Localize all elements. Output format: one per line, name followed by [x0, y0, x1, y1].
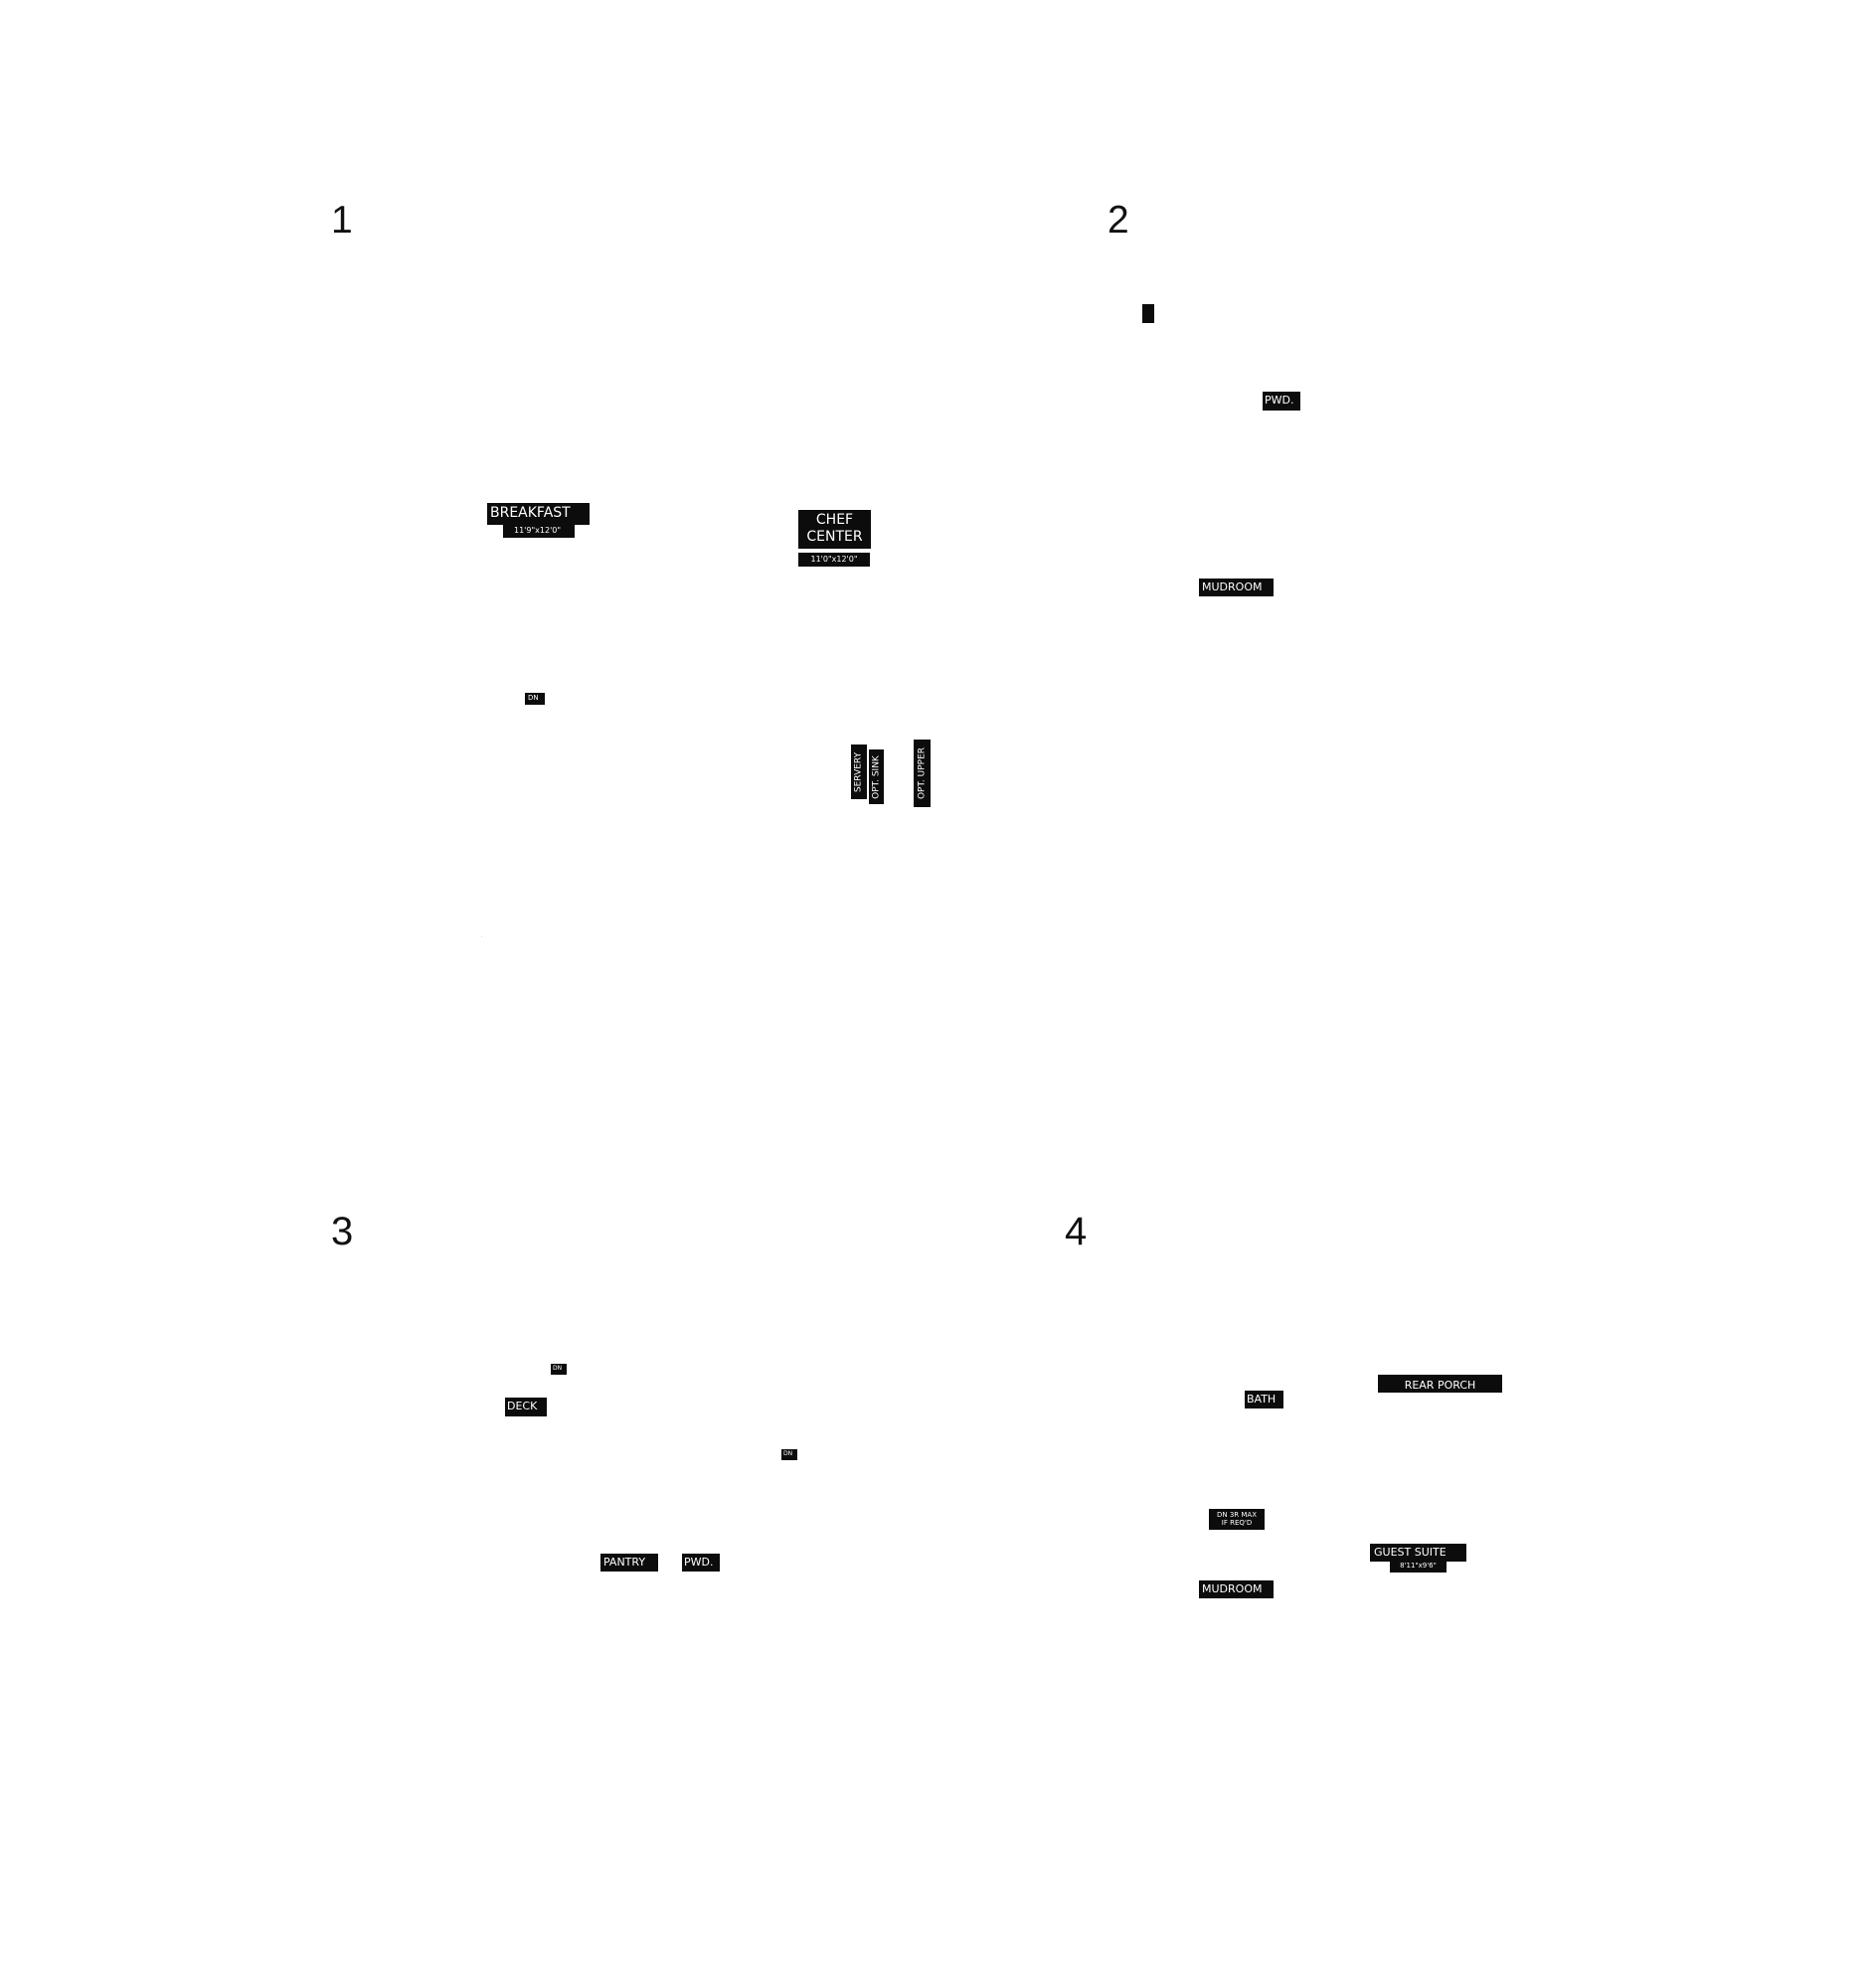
label-opt-sink: OPT. SINK [869, 749, 884, 804]
room-label-pwd: PWD. [1263, 392, 1300, 411]
stair-note-line2: IF REQ'D [1221, 1519, 1253, 1527]
stray-mark [481, 936, 482, 937]
room-label-breakfast: BREAKFAST [487, 503, 590, 525]
room-label-deck: DECK [505, 1398, 547, 1416]
label-servery: SERVERY [851, 745, 867, 799]
stair-label-dn: DN [525, 693, 545, 705]
black-marker [1142, 304, 1154, 323]
stair-label-dn: DN [781, 1449, 797, 1460]
room-label-chef-line1: CHEF [815, 512, 854, 528]
room-label-pwd: PWD. [682, 1554, 720, 1572]
stair-note-line1: DN 3R MAX [1216, 1511, 1258, 1519]
label-opt-upper: OPT. UPPER [914, 740, 931, 807]
room-label-guest-suite: GUEST SUITE [1370, 1544, 1466, 1562]
room-label-mudroom: MUDROOM [1199, 1580, 1274, 1598]
room-dimension-breakfast: 11'9"x12'0" [503, 524, 575, 538]
room-label-rear-porch: REAR PORCH [1378, 1375, 1502, 1393]
panel-number: 4 [1065, 1210, 1088, 1253]
panel-number: 3 [331, 1210, 354, 1253]
panel-number: 2 [1107, 199, 1129, 242]
room-label-chef-center: CHEF CENTER [798, 510, 871, 549]
room-label-bath: BATH [1245, 1391, 1283, 1408]
room-dimension-chef-center: 11'0"x12'0" [798, 553, 870, 567]
room-label-pantry: PANTRY [600, 1554, 658, 1572]
room-dimension-guest-suite: 8'11"x9'6" [1390, 1561, 1447, 1573]
panel-number: 1 [331, 199, 353, 242]
room-label-mudroom: MUDROOM [1199, 579, 1274, 596]
room-label-chef-line2: CENTER [806, 529, 863, 545]
stair-label-dn: DN [551, 1364, 567, 1375]
stair-label-dn-3r: DN 3R MAX IF REQ'D [1209, 1509, 1265, 1530]
